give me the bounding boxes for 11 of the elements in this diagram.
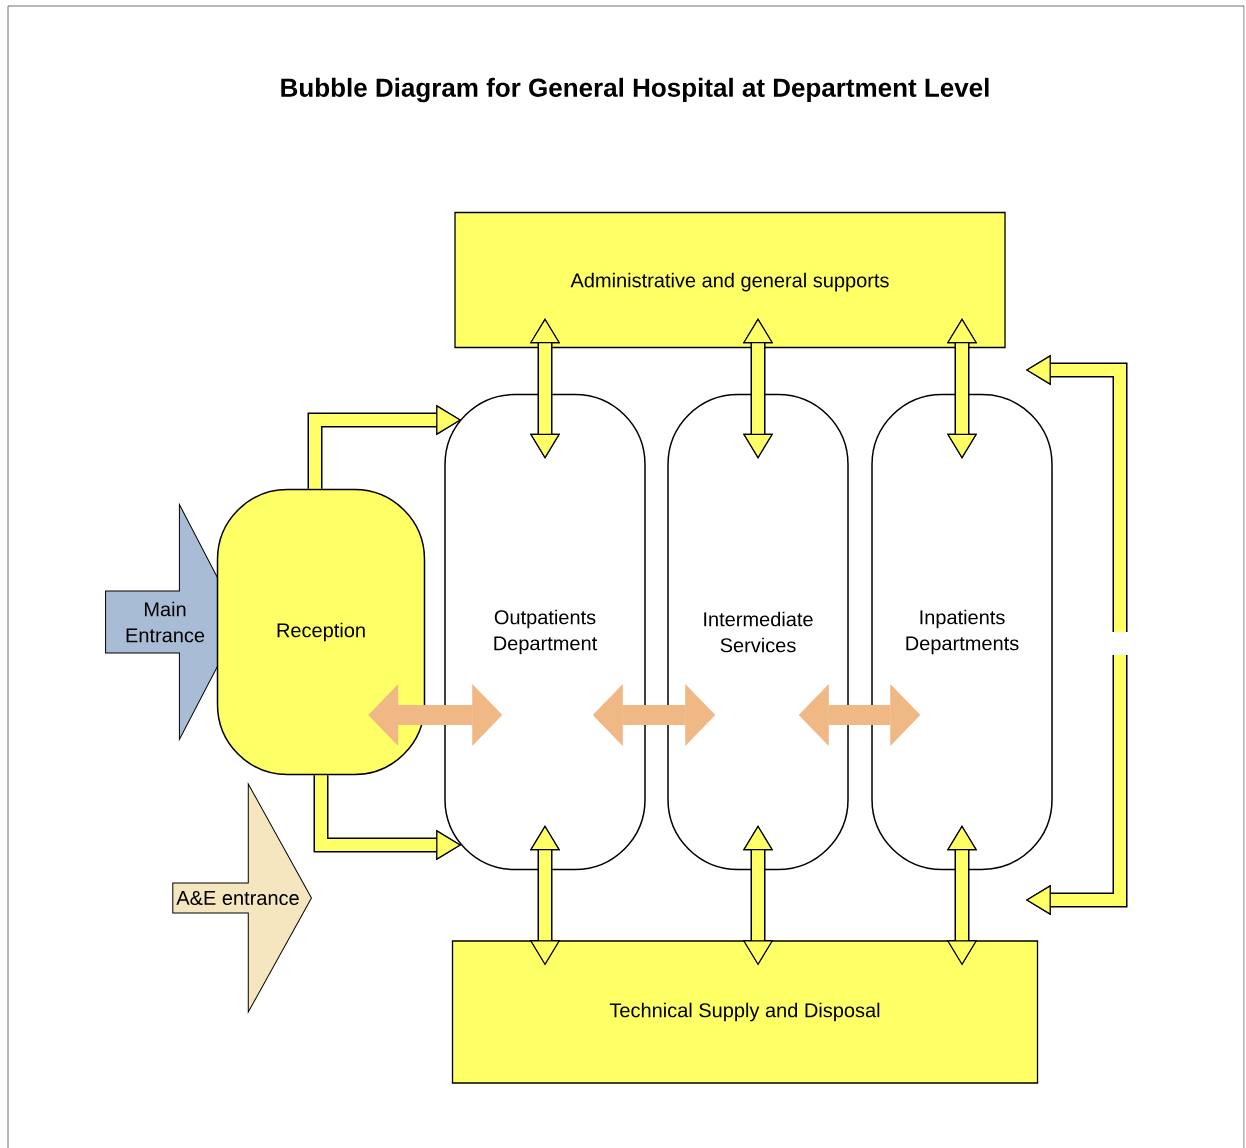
department-bubble: Intermediate Services	[667, 393, 849, 871]
department-box: Administrative and general supports	[454, 211, 1006, 349]
block-arrow	[368, 683, 503, 747]
department-bubble: Outpatients Department	[444, 393, 646, 871]
block-arrow	[946, 318, 978, 459]
department-box: Technical Supply and Disposal	[451, 940, 1039, 1084]
department-bubble: Inpatients Departments	[871, 393, 1053, 871]
block-arrow	[742, 318, 774, 459]
block-arrow	[529, 318, 561, 459]
title: Bubble Diagram for General Hospital at Department Level	[281, 77, 989, 103]
reception-bubble: Reception	[216, 488, 426, 776]
